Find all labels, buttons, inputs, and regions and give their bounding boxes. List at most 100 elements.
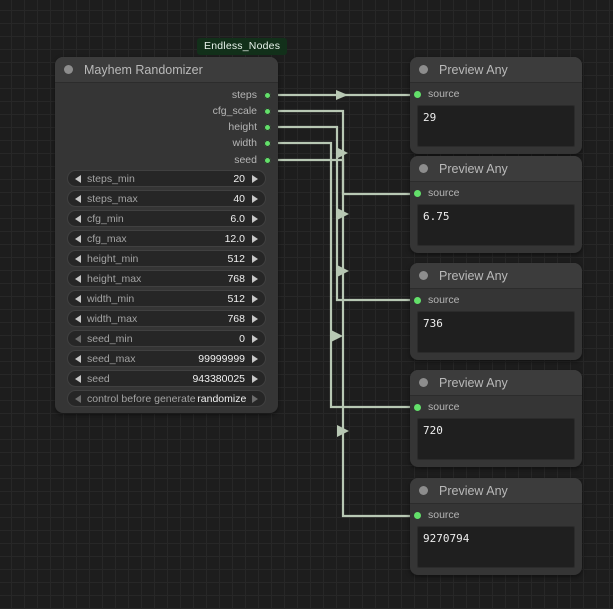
widget-value[interactable]: randomize bbox=[197, 392, 247, 405]
node-preview-any-1[interactable]: Preview Any source 29 bbox=[410, 57, 582, 154]
widget-seed-min[interactable]: seed_min 0 bbox=[67, 330, 266, 347]
widget-steps-max[interactable]: steps_max 40 bbox=[67, 190, 266, 207]
increment-arrow-icon[interactable] bbox=[252, 234, 258, 243]
increment-arrow-icon[interactable] bbox=[252, 214, 258, 223]
collapse-dot-icon[interactable] bbox=[64, 65, 73, 74]
widget-seed-max[interactable]: seed_max 99999999 bbox=[67, 350, 266, 367]
output-dot-icon[interactable] bbox=[264, 91, 271, 99]
widget-value[interactable]: 512 bbox=[227, 292, 245, 305]
output-label: height bbox=[228, 121, 257, 133]
increment-arrow-icon[interactable] bbox=[252, 334, 258, 343]
output-slot-height[interactable]: height bbox=[55, 120, 278, 134]
output-dot-icon[interactable] bbox=[264, 107, 271, 115]
input-label: source bbox=[428, 187, 460, 199]
decrement-arrow-icon[interactable] bbox=[75, 174, 81, 183]
widget-control-before-generate[interactable]: control before generate randomize bbox=[67, 390, 266, 407]
widget-label: seed_min bbox=[87, 332, 133, 345]
preview-text-output[interactable]: 6.75 bbox=[417, 204, 575, 246]
node-title-bar[interactable]: Preview Any bbox=[410, 156, 582, 182]
widget-value[interactable]: 40 bbox=[233, 192, 245, 205]
increment-arrow-icon[interactable] bbox=[252, 374, 258, 383]
collapse-dot-icon[interactable] bbox=[419, 486, 428, 495]
node-title-bar[interactable]: Mayhem Randomizer bbox=[55, 57, 278, 83]
output-slot-seed[interactable]: seed bbox=[55, 153, 278, 167]
decrement-arrow-icon[interactable] bbox=[75, 194, 81, 203]
widget-seed[interactable]: seed 943380025 bbox=[67, 370, 266, 387]
increment-arrow-icon[interactable] bbox=[252, 354, 258, 363]
previous-option-arrow-icon[interactable] bbox=[75, 394, 81, 403]
widget-cfg-max[interactable]: cfg_max 12.0 bbox=[67, 230, 266, 247]
input-slot-source[interactable]: source bbox=[410, 186, 460, 200]
input-label: source bbox=[428, 509, 460, 521]
widget-height-min[interactable]: height_min 512 bbox=[67, 250, 266, 267]
output-slot-width[interactable]: width bbox=[55, 136, 278, 150]
decrement-arrow-icon[interactable] bbox=[75, 294, 81, 303]
node-preview-any-4[interactable]: Preview Any source 720 bbox=[410, 370, 582, 467]
decrement-arrow-icon[interactable] bbox=[75, 314, 81, 323]
output-dot-icon[interactable] bbox=[264, 156, 271, 164]
increment-arrow-icon[interactable] bbox=[252, 274, 258, 283]
output-dot-icon[interactable] bbox=[264, 123, 271, 131]
node-mayhem-randomizer[interactable]: Mayhem Randomizer steps cfg_scale height… bbox=[55, 57, 278, 413]
node-title-bar[interactable]: Preview Any bbox=[410, 370, 582, 396]
collapse-dot-icon[interactable] bbox=[419, 378, 428, 387]
decrement-arrow-icon[interactable] bbox=[75, 234, 81, 243]
widget-value[interactable]: 99999999 bbox=[198, 352, 245, 365]
collapse-dot-icon[interactable] bbox=[419, 271, 428, 280]
widget-value[interactable]: 6.0 bbox=[230, 212, 245, 225]
input-slot-source[interactable]: source bbox=[410, 400, 460, 414]
increment-arrow-icon[interactable] bbox=[252, 254, 258, 263]
widget-value[interactable]: 768 bbox=[227, 312, 245, 325]
input-label: source bbox=[428, 294, 460, 306]
input-dot-icon[interactable] bbox=[414, 189, 421, 197]
collapse-dot-icon[interactable] bbox=[419, 65, 428, 74]
input-dot-icon[interactable] bbox=[414, 90, 421, 98]
preview-text-output[interactable]: 29 bbox=[417, 105, 575, 147]
widget-value[interactable]: 768 bbox=[227, 272, 245, 285]
increment-arrow-icon[interactable] bbox=[252, 294, 258, 303]
widget-value[interactable]: 0 bbox=[239, 332, 245, 345]
node-preview-any-2[interactable]: Preview Any source 6.75 bbox=[410, 156, 582, 253]
preview-text-output[interactable]: 736 bbox=[417, 311, 575, 353]
widget-value[interactable]: 943380025 bbox=[192, 372, 245, 385]
node-preview-any-3[interactable]: Preview Any source 736 bbox=[410, 263, 582, 360]
output-slot-steps[interactable]: steps bbox=[55, 88, 278, 102]
node-title-bar[interactable]: Preview Any bbox=[410, 263, 582, 289]
input-dot-icon[interactable] bbox=[414, 403, 421, 411]
widget-value[interactable]: 12.0 bbox=[224, 232, 245, 245]
input-slot-source[interactable]: source bbox=[410, 508, 460, 522]
widget-cfg-min[interactable]: cfg_min 6.0 bbox=[67, 210, 266, 227]
input-slot-source[interactable]: source bbox=[410, 87, 460, 101]
next-option-arrow-icon[interactable] bbox=[252, 394, 258, 403]
output-slot-cfg-scale[interactable]: cfg_scale bbox=[55, 104, 278, 118]
widget-width-max[interactable]: width_max 768 bbox=[67, 310, 266, 327]
input-dot-icon[interactable] bbox=[414, 296, 421, 304]
output-dot-icon[interactable] bbox=[264, 139, 271, 147]
increment-arrow-icon[interactable] bbox=[252, 314, 258, 323]
widget-steps-min[interactable]: steps_min 20 bbox=[67, 170, 266, 187]
input-slot-source[interactable]: source bbox=[410, 293, 460, 307]
decrement-arrow-icon[interactable] bbox=[75, 254, 81, 263]
increment-arrow-icon[interactable] bbox=[252, 174, 258, 183]
decrement-arrow-icon[interactable] bbox=[75, 214, 81, 223]
node-title-bar[interactable]: Preview Any bbox=[410, 478, 582, 504]
decrement-arrow-icon[interactable] bbox=[75, 274, 81, 283]
decrement-arrow-icon[interactable] bbox=[75, 354, 81, 363]
widget-value[interactable]: 512 bbox=[227, 252, 245, 265]
widget-label: steps_min bbox=[87, 172, 135, 185]
widget-width-min[interactable]: width_min 512 bbox=[67, 290, 266, 307]
decrement-arrow-icon[interactable] bbox=[75, 374, 81, 383]
input-dot-icon[interactable] bbox=[414, 511, 421, 519]
widget-height-max[interactable]: height_max 768 bbox=[67, 270, 266, 287]
preview-text-output[interactable]: 720 bbox=[417, 418, 575, 460]
collapse-dot-icon[interactable] bbox=[419, 164, 428, 173]
widget-value[interactable]: 20 bbox=[233, 172, 245, 185]
preview-text-output[interactable]: 9270794 bbox=[417, 526, 575, 568]
node-preview-any-5[interactable]: Preview Any source 9270794 bbox=[410, 478, 582, 575]
group-title-badge[interactable]: Endless_Nodes bbox=[197, 38, 288, 55]
node-title-bar[interactable]: Preview Any bbox=[410, 57, 582, 83]
decrement-arrow-icon[interactable] bbox=[75, 334, 81, 343]
input-label: source bbox=[428, 401, 460, 413]
increment-arrow-icon[interactable] bbox=[252, 194, 258, 203]
